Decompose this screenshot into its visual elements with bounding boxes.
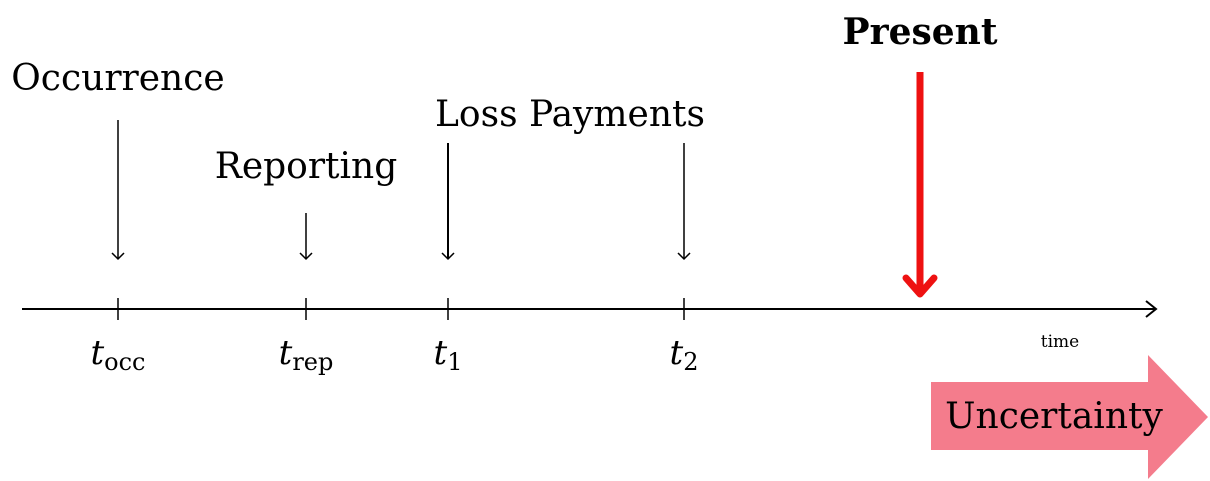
tick-label-t-occ: tocc [90, 333, 145, 376]
uncertainty-label: Uncertainty [945, 396, 1163, 437]
tick-label-t1: t1 [434, 333, 463, 376]
event-label-reporting: Reporting [215, 146, 398, 187]
tick-label-t-rep: trep [279, 333, 334, 376]
time-axis-arrowhead [1145, 300, 1158, 318]
present-arrowhead [902, 274, 938, 298]
tick-label-t2: t2 [670, 333, 699, 376]
present-label: Present [843, 11, 998, 53]
event-label-occurrence: Occurrence [11, 58, 224, 99]
uncertainty-arrow [931, 355, 1208, 479]
event-label-loss-payments: Loss Payments [435, 94, 705, 135]
axis-label-time: time [1041, 332, 1079, 352]
